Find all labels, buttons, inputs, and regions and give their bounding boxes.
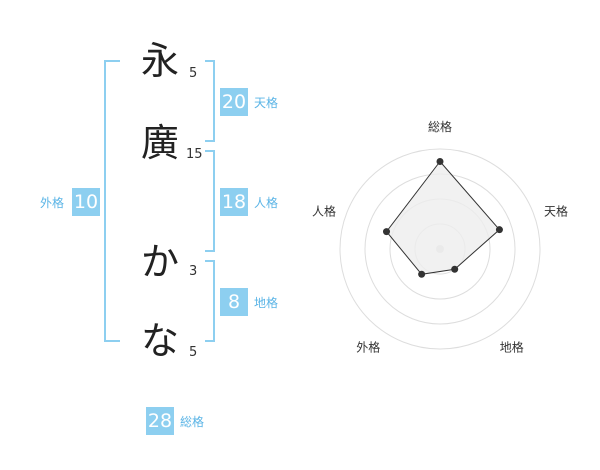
jinkaku-bracket (205, 150, 215, 252)
chikaku-bracket (205, 260, 215, 342)
jinkaku-value: 18 (220, 188, 248, 216)
radar-point-1 (436, 158, 444, 165)
name-char-1: 永 (140, 39, 179, 83)
radar-axis-label-5: 人格 (312, 203, 336, 218)
name-char-4: な (140, 319, 179, 363)
radar-point-3 (451, 265, 459, 273)
radar-ring (339, 148, 541, 350)
chikaku-value: 8 (220, 288, 248, 316)
name-char-2: 廣 (140, 121, 179, 165)
gaikaku-label: 外格 (40, 196, 65, 210)
gaikaku-bracket (104, 60, 120, 342)
soukaku-label: 総格 (180, 415, 205, 429)
stroke-count-3: 3 (189, 264, 198, 279)
radar-point-5 (383, 228, 391, 236)
radar-axis-label-1: 総格 (428, 119, 452, 134)
tenkaku-label: 天格 (254, 96, 279, 110)
jinkaku-label: 人格 (254, 196, 279, 210)
name-char-3: か (140, 240, 179, 284)
stroke-count-2: 15 (186, 147, 203, 162)
radar-series (383, 158, 503, 278)
radar-series-polygon (385, 160, 501, 275)
radar-point-2 (495, 226, 503, 234)
radar-axis-label-4: 外格 (356, 340, 380, 355)
tenkaku-bracket (205, 60, 215, 142)
stroke-count-4: 5 (189, 345, 198, 360)
soukaku-value: 28 (146, 407, 174, 435)
radar-point-4 (418, 270, 426, 278)
radar-axis-label-3: 地格 (500, 340, 524, 355)
gaikaku-value: 10 (72, 188, 100, 216)
tenkaku-value: 20 (220, 88, 248, 116)
radar-axis-label-2: 天格 (544, 203, 568, 218)
chikaku-label: 地格 (254, 296, 279, 310)
stroke-count-1: 5 (189, 66, 198, 81)
